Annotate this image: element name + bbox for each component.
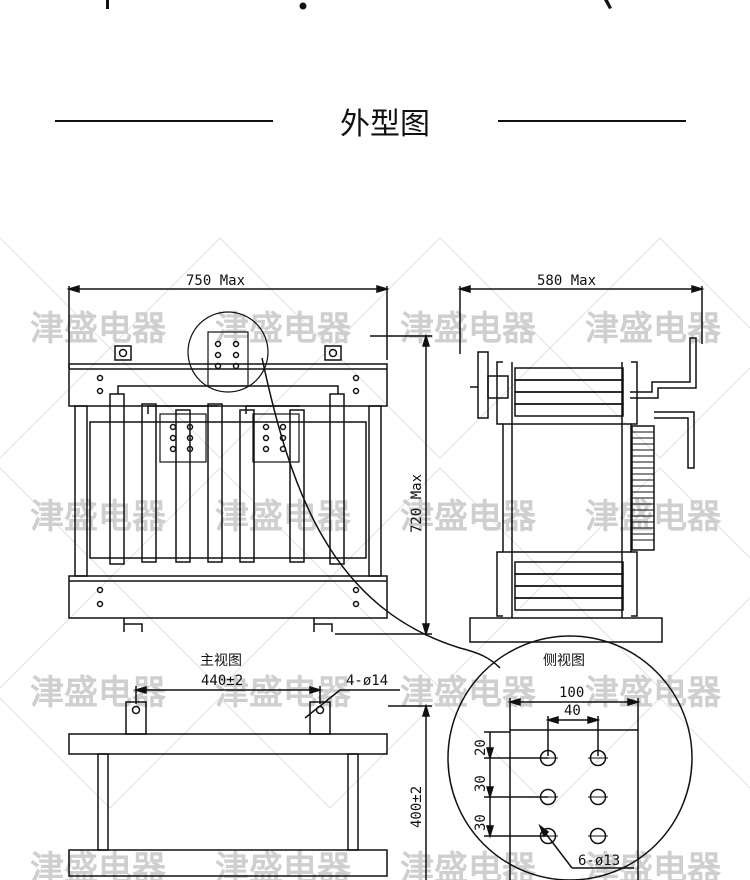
fragment-mark-right [604, 0, 612, 9]
base-hole-note: 4-ø14 [346, 673, 388, 689]
side-width-dim: 580 Max [537, 273, 596, 289]
watermark-3: 津盛电器 [400, 309, 537, 349]
watermark-4: 津盛电器 [585, 309, 722, 349]
watermark-lattice [0, 237, 750, 809]
detail-dim-40: 40 [564, 703, 581, 719]
watermark-2: 津盛电器 [215, 309, 352, 349]
front-width-dim: 750 Max [186, 273, 245, 289]
watermark-10: 津盛电器 [215, 673, 352, 713]
front-view [66, 284, 432, 637]
heading-title: 外型图 [340, 107, 430, 142]
watermark-16: 津盛电器 [585, 849, 722, 880]
section-heading: 外型图 [0, 95, 750, 155]
detail-view [261, 357, 693, 880]
fragment-mark-left [106, 0, 109, 9]
transformer-outline-drawing: 津盛电器 津盛电器 津盛电器 津盛电器 津盛电器 津盛电器 津盛电器 津盛电器 … [0, 237, 750, 880]
front-view-label: 主视图 [200, 653, 242, 669]
watermark-7: 津盛电器 [400, 497, 537, 537]
detail-dim-30b: 30 [473, 814, 489, 831]
heading-rule-left [55, 120, 273, 122]
front-height-dim: 720 Max [409, 474, 425, 533]
watermark-text-group: 津盛电器 津盛电器 津盛电器 津盛电器 津盛电器 津盛电器 津盛电器 津盛电器 … [30, 309, 722, 880]
watermark-6: 津盛电器 [215, 497, 352, 537]
watermark-11: 津盛电器 [400, 673, 537, 713]
base-depth-dim: 400±2 [409, 786, 425, 828]
side-view-label: 侧视图 [543, 653, 585, 669]
detail-hole-note: 6-ø13 [578, 853, 620, 869]
top-cut-off-fragment [106, 0, 612, 10]
detail-dim-100: 100 [559, 685, 584, 701]
base-view [68, 685, 432, 880]
watermark-14: 津盛电器 [215, 849, 352, 880]
heading-rule-right [498, 120, 686, 122]
side-view [457, 284, 705, 643]
watermark-15: 津盛电器 [400, 849, 537, 880]
detail-dim-30a: 30 [473, 775, 489, 792]
watermark-13: 津盛电器 [30, 849, 167, 880]
base-hole-spacing-dim: 440±2 [201, 673, 243, 689]
watermark-1: 津盛电器 [30, 309, 167, 349]
watermark-12: 津盛电器 [585, 673, 722, 713]
detail-dim-20: 20 [473, 739, 489, 756]
watermark-5: 津盛电器 [30, 497, 167, 537]
fragment-dot [299, 2, 307, 10]
